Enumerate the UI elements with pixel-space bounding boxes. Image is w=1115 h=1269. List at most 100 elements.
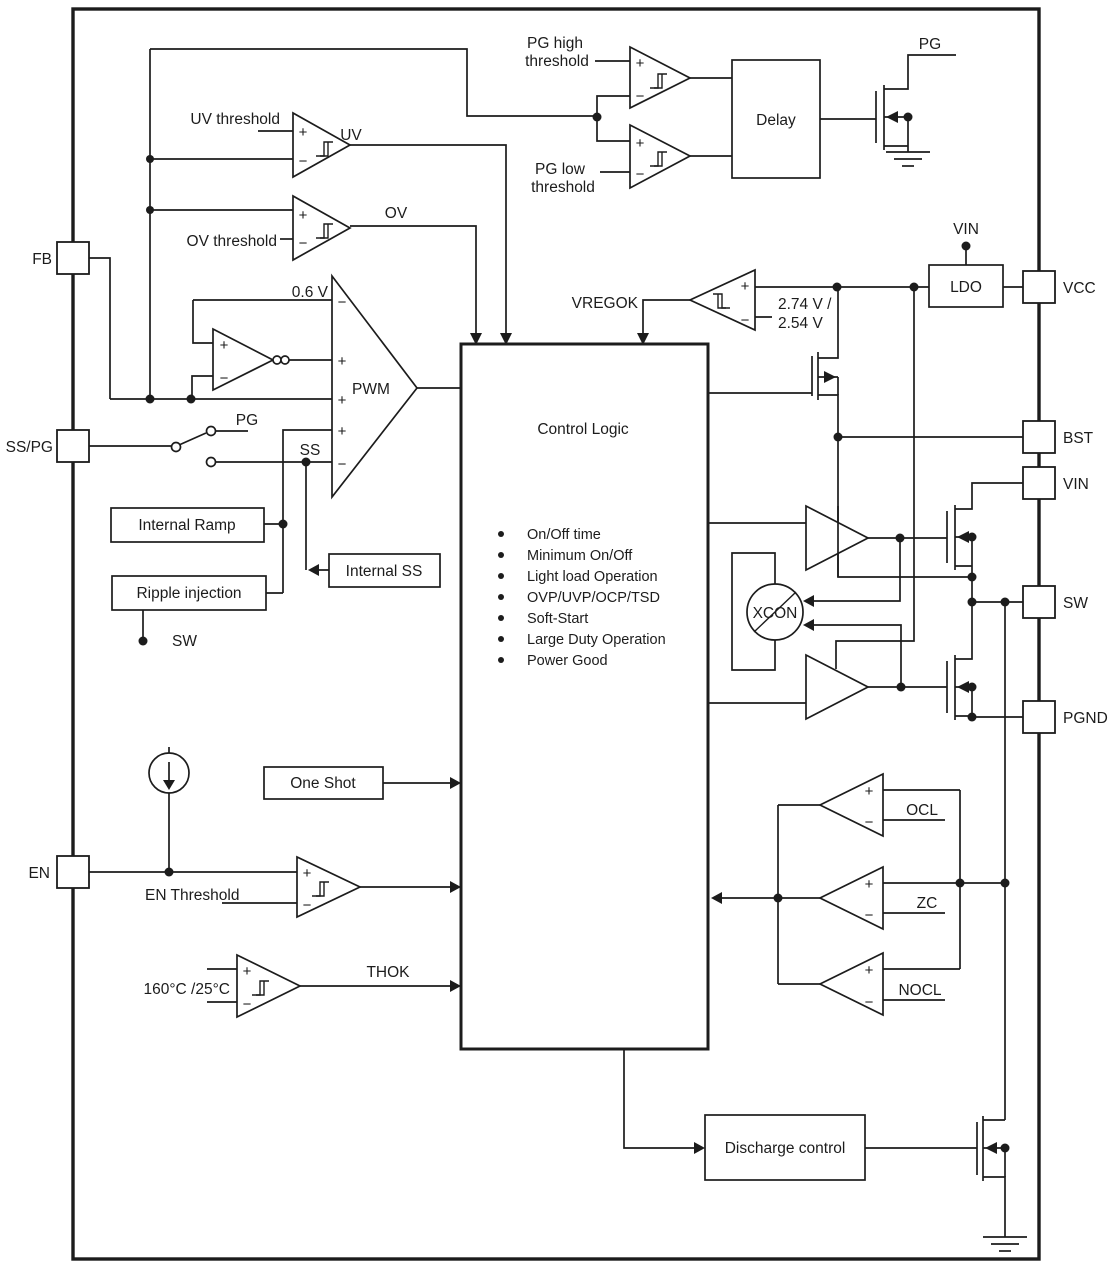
zc-comparator [818, 865, 884, 931]
pin-vcc-label: VCC [1063, 280, 1096, 297]
discharge-mosfet [976, 1116, 997, 1181]
delay-label: Delay [756, 112, 796, 129]
thermal-comparator [236, 953, 302, 1019]
en-minus: − [303, 897, 312, 914]
ocl-minus: − [865, 814, 874, 831]
pwm-comparator [331, 273, 419, 500]
ldo-block: LDO [928, 264, 1004, 308]
one-shot-label: One Shot [290, 775, 356, 792]
pwm-plus-3: + [338, 423, 347, 440]
uv-net-label: UV [340, 127, 362, 144]
control-logic-item: Light load Operation [527, 569, 658, 585]
pin-vin: VIN [1022, 466, 1089, 500]
pin-en-label: EN [28, 865, 50, 882]
ripple-sw-label: SW [172, 633, 197, 650]
vregok-plus: + [741, 278, 750, 295]
vin-top-label: VIN [953, 221, 979, 238]
pg-low-plus: + [636, 135, 645, 152]
control-logic-item: Soft-Start [527, 611, 588, 627]
vregok-threshold-label-2: 2.54 V [778, 315, 823, 332]
erramp-minus: − [220, 370, 229, 387]
zc-minus: − [865, 907, 874, 924]
xcon-label: XCON [753, 605, 798, 622]
comparator-input-signs: + − + − + − + − + − − + + + − + − + − + … [220, 55, 874, 1013]
control-logic-item: Minimum On/Off [527, 548, 633, 564]
pg-high-threshold-label-1: PG high [527, 35, 583, 52]
pg-output-mosfet [875, 85, 898, 150]
vref-label: 0.6 V [292, 284, 329, 301]
zc-plus: + [865, 876, 874, 893]
pg-high-comparator [629, 45, 692, 110]
low-side-mosfet [946, 655, 969, 720]
internal-ss-label: Internal SS [346, 563, 423, 580]
internal-ss-block: Internal SS [328, 553, 441, 588]
pg-high-minus: − [636, 88, 645, 105]
pin-ss-pg: SS/PG [6, 429, 90, 463]
vregok-threshold-label-1: 2.74 V / [778, 296, 832, 313]
thermal-minus: − [243, 996, 252, 1013]
pin-fb: FB [32, 241, 90, 275]
ov-threshold-label: OV threshold [187, 233, 277, 250]
en-current-source [148, 752, 190, 794]
erramp-plus: + [220, 337, 229, 354]
pin-bst: BST [1022, 420, 1094, 454]
pg-ground-symbol [886, 151, 930, 167]
vregok-minus: − [741, 312, 750, 329]
ldo-label: LDO [950, 279, 982, 296]
junction-dots [138, 112, 1010, 1153]
control-logic-title: Control Logic [537, 421, 629, 438]
internal-ramp-block: Internal Ramp [110, 507, 265, 543]
pwm-plus-1: + [338, 353, 347, 370]
ocl-net-label: OCL [906, 802, 938, 819]
xcon-block: XCON [746, 583, 804, 641]
discharge-ground-symbol [983, 1236, 1027, 1252]
control-logic-item: OVP/UVP/OCP/TSD [527, 590, 660, 606]
uv-comparator [292, 111, 352, 179]
thermal-threshold-label: 160°C /25°C [144, 981, 231, 998]
control-logic-item: Large Duty Operation [527, 632, 666, 648]
en-threshold-label: EN Threshold [145, 887, 239, 904]
high-side-mosfet [946, 505, 969, 570]
thermal-plus: + [243, 963, 252, 980]
pin-sw: SW [1022, 585, 1088, 619]
pg-high-plus: + [636, 55, 645, 72]
internal-ramp-label: Internal Ramp [138, 517, 235, 534]
thok-net-label: THOK [366, 964, 410, 981]
pin-pgnd-label: PGND [1063, 710, 1108, 727]
pin-ss-pg-label: SS/PG [6, 439, 53, 456]
nocl-plus: + [865, 962, 874, 979]
control-logic-block: Control Logic On/Off time Minimum On/Off… [459, 342, 710, 1051]
pin-vcc: VCC [1022, 270, 1096, 304]
nocl-minus: − [865, 994, 874, 1011]
nocl-net-label: NOCL [898, 982, 941, 999]
vregok-comparator [687, 268, 756, 332]
pwm-net-label: PWM [352, 381, 390, 398]
high-side-driver [805, 504, 870, 572]
pg-net-label: PG [919, 36, 941, 53]
ic-boundary [71, 7, 1041, 1261]
arrowheads [308, 333, 814, 1154]
discharge-control-label: Discharge control [725, 1140, 846, 1157]
low-side-driver [805, 653, 870, 721]
control-logic-item: On/Off time [527, 527, 601, 543]
ripple-injection-block: Ripple injection [111, 575, 267, 611]
ov-minus: − [299, 235, 308, 252]
pg-low-threshold-label-2: threshold [531, 179, 595, 196]
pwm-minus-2: − [338, 456, 347, 473]
vregok-net-label: VREGOK [572, 295, 639, 312]
pg-low-threshold-label-1: PG low [535, 161, 586, 178]
ocl-comparator [818, 772, 884, 838]
schematic-wires [89, 48, 1023, 1237]
signal-labels: PG high threshold PG low threshold PG UV… [144, 35, 979, 999]
pg-low-comparator [629, 123, 692, 190]
pin-fb-label: FB [32, 251, 52, 268]
pg-high-threshold-label-2: threshold [525, 53, 589, 70]
ripple-injection-label: Ripple injection [136, 585, 241, 602]
pin-en: EN [28, 855, 90, 889]
ov-comparator [292, 194, 352, 262]
error-amplifier [212, 327, 290, 392]
discharge-control-block: Discharge control [704, 1114, 866, 1181]
one-shot-block: One Shot [263, 766, 384, 800]
